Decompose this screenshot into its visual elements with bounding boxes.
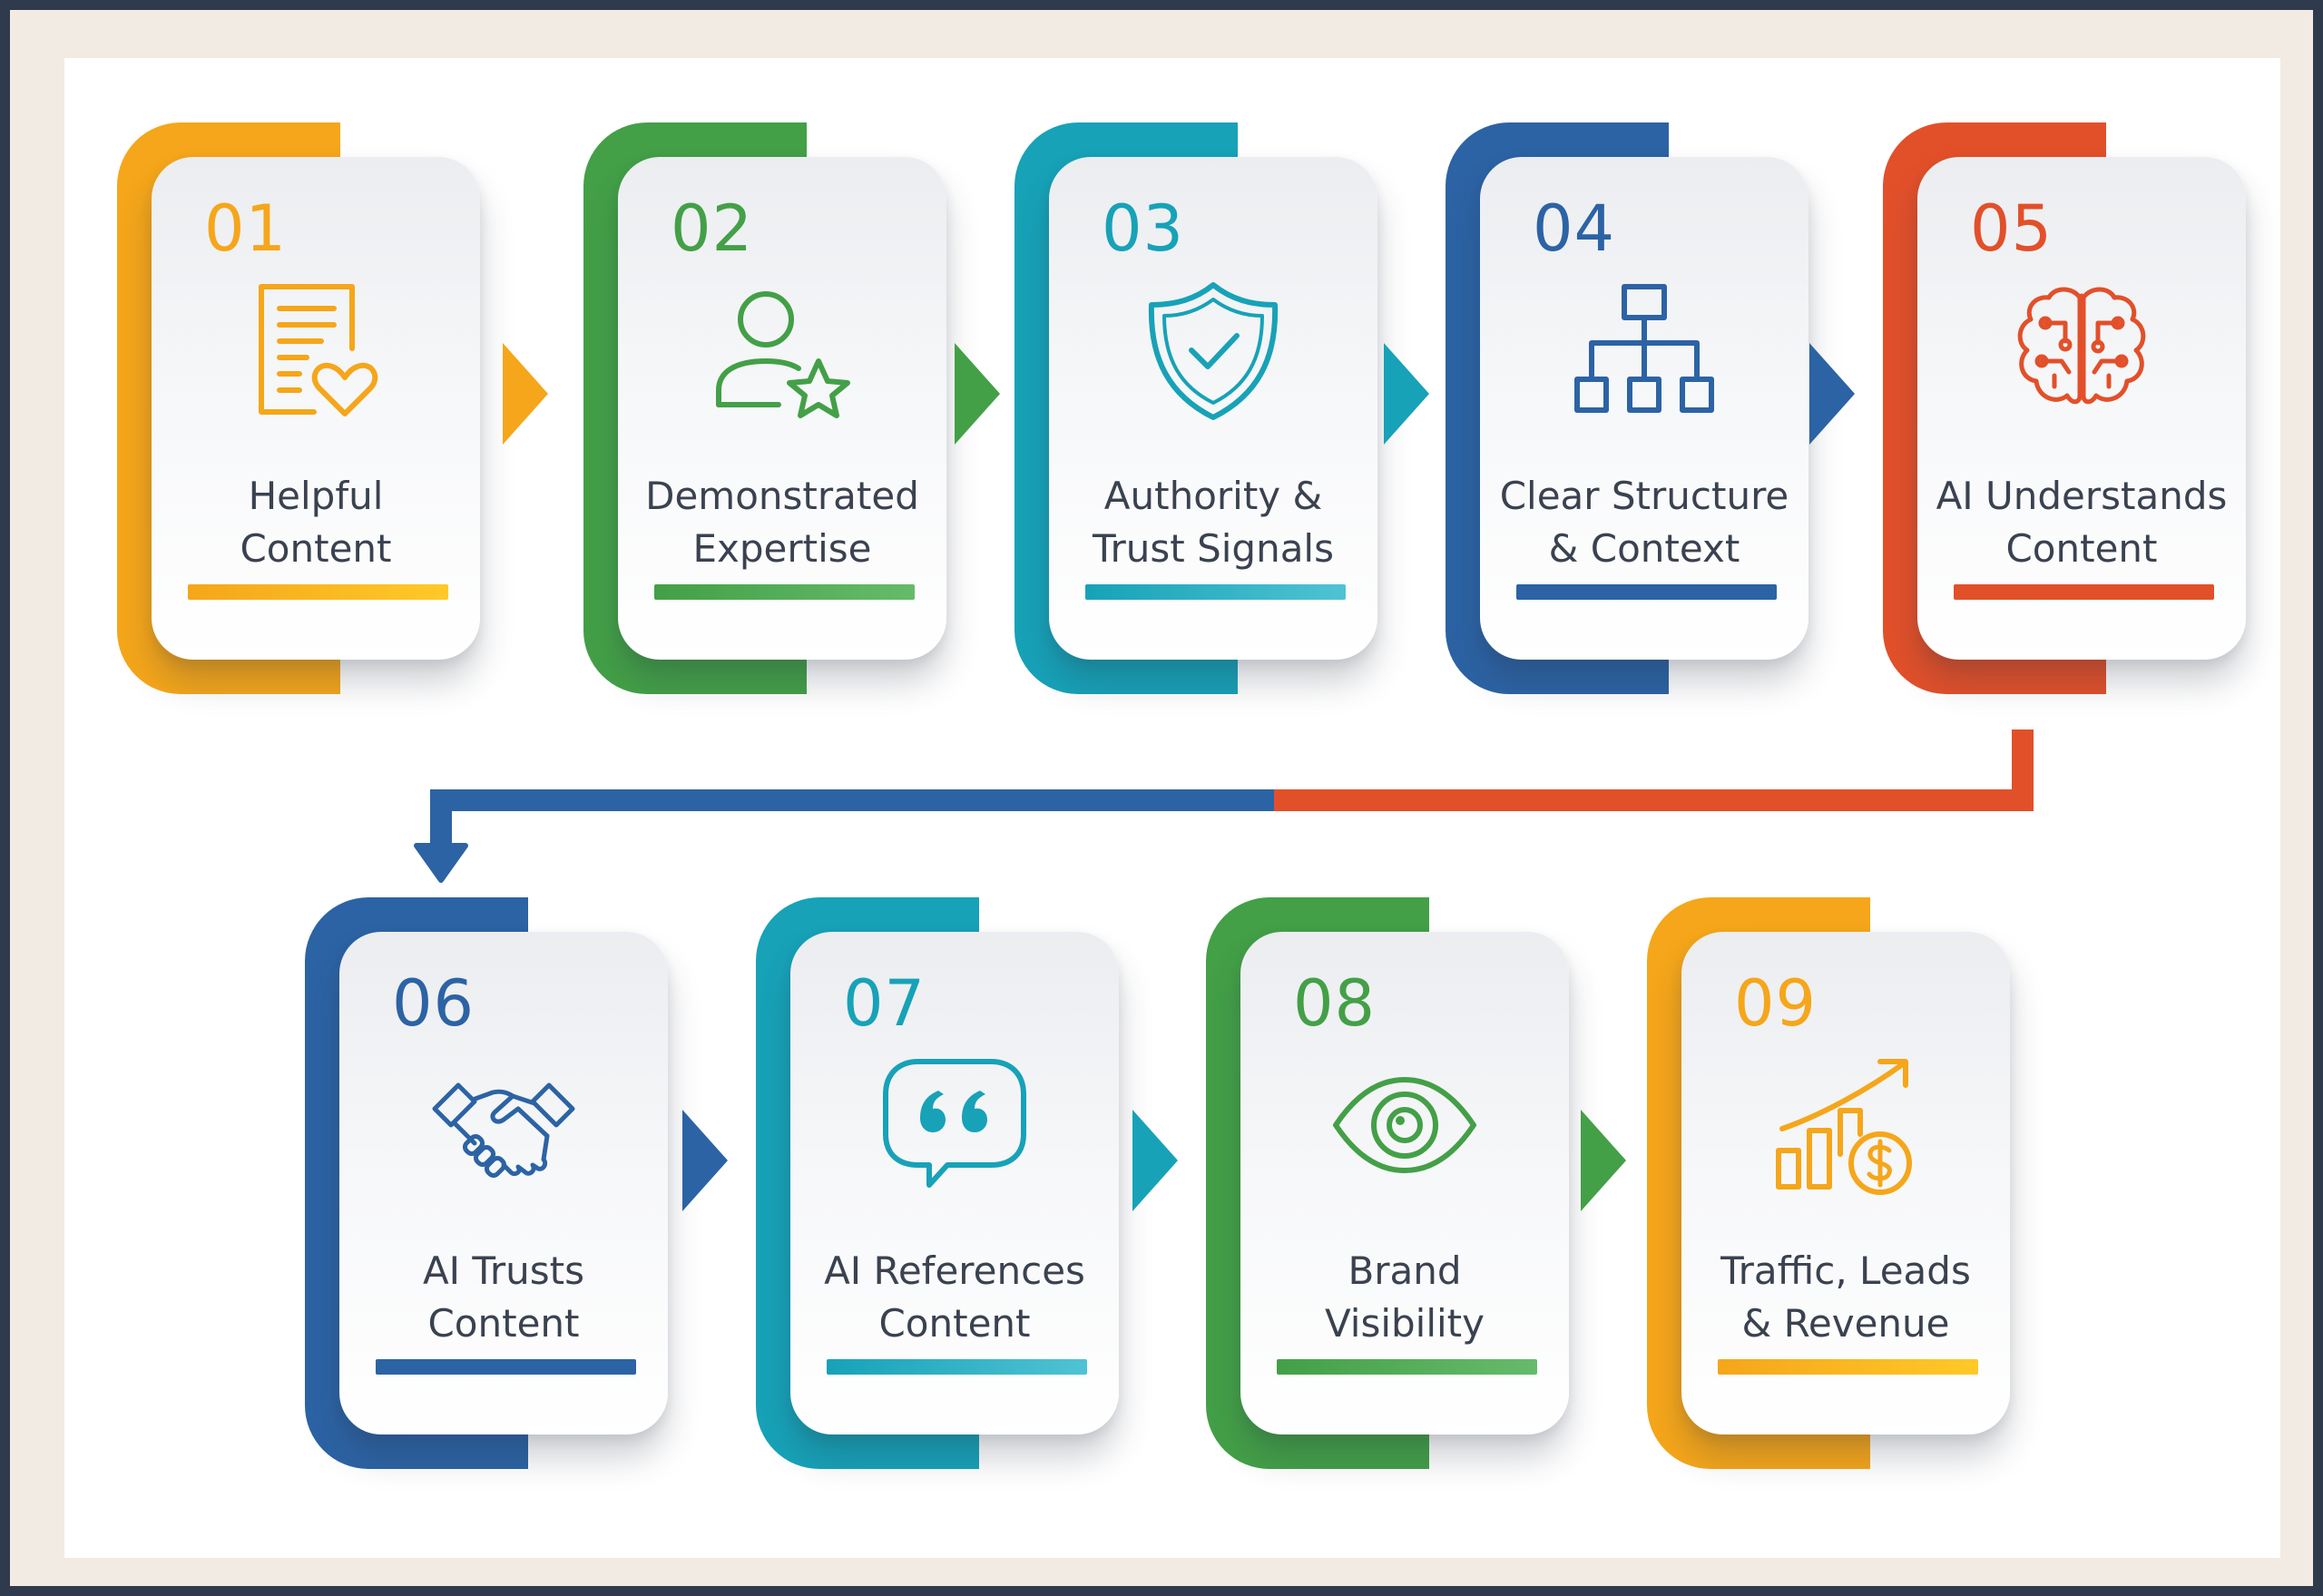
flow-arrow-icon [1127, 1106, 1181, 1215]
step-card-ai-trusts: 06 AI Trusts C [305, 897, 668, 1469]
step-label: Clear Structure & Context [1480, 470, 1808, 575]
step-number: 07 [843, 966, 926, 1041]
shield-check-icon [1141, 278, 1286, 423]
step-label: Authority & Trust Signals [1049, 470, 1377, 575]
step-label-line1: Traffic, Leads [1720, 1248, 1971, 1293]
step-label-line1: AI Understands [1936, 474, 2228, 518]
step-card-body: 04 Clear Structure & Context [1480, 157, 1808, 660]
step-label: Brand Visibility [1240, 1245, 1569, 1350]
step-label: Helpful Content [152, 470, 480, 575]
diagram-canvas: 01 Helpful Content 02 [64, 58, 2280, 1558]
step-card-body: 05 [1917, 157, 2246, 660]
step-underline-bar [654, 584, 915, 600]
step-card-body: 09 Traffic, Leads & Revenue [1681, 932, 2010, 1434]
step-label-line1: Authority & [1103, 474, 1323, 518]
step-underline-bar [1085, 584, 1346, 600]
step-underline-bar [1954, 584, 2214, 600]
flow-arrow-icon [1378, 339, 1433, 448]
step-number: 08 [1293, 966, 1377, 1041]
step-label: Demonstrated Expertise [618, 470, 946, 575]
step-card-body: 08 Brand Visibility [1240, 932, 1569, 1434]
step-label-line1: Demonstrated [645, 474, 919, 518]
hierarchy-icon [1572, 278, 1717, 423]
eye-icon [1332, 1053, 1477, 1198]
step-card-traffic-leads-revenue: 09 Traffic, Leads & Revenue [1647, 897, 2010, 1469]
step-label: AI Trusts Content [339, 1245, 668, 1350]
step-card-ai-understands: 05 [1883, 122, 2246, 694]
handshake-icon [431, 1053, 576, 1198]
step-card-body: 03 Authority & Trust Signals [1049, 157, 1377, 660]
step-card-body: 07 AI References Content [790, 932, 1119, 1434]
step-card-body: 06 AI Trusts C [339, 932, 668, 1434]
step-card-body: 01 Helpful Content [152, 157, 480, 660]
step-label-line2: Trust Signals [1093, 526, 1334, 571]
step-label-line1: Helpful [248, 474, 384, 518]
step-number: 02 [671, 191, 754, 266]
step-card-authority-trust: 03 Authority & Trust Signals [1014, 122, 1377, 694]
step-label-line2: & Revenue [1741, 1301, 1950, 1346]
step-card-clear-structure: 04 Clear Structure & Context [1446, 122, 1808, 694]
brain-icon [2009, 278, 2154, 423]
step-label-line2: Content [878, 1301, 1031, 1346]
step-card-helpful-content: 01 Helpful Content [117, 122, 480, 694]
step-label-line2: Expertise [692, 526, 872, 571]
flow-arrow-icon [1575, 1106, 1630, 1215]
flow-arrow-icon [949, 339, 1004, 448]
step-underline-bar [376, 1359, 636, 1375]
step-label: AI Understands Content [1917, 470, 2246, 575]
step-label-line2: Visibility [1324, 1301, 1485, 1346]
step-label: AI References Content [790, 1245, 1119, 1350]
step-underline-bar [827, 1359, 1087, 1375]
step-underline-bar [188, 584, 448, 600]
quote-bubble-icon [882, 1053, 1027, 1198]
step-label-line1: Clear Structure [1499, 474, 1789, 518]
step-label-line2: Content [2005, 526, 2158, 571]
step-underline-bar [1718, 1359, 1978, 1375]
step-card-ai-references: 07 AI References Content [756, 897, 1119, 1469]
step-number: 05 [1970, 191, 2053, 266]
flow-arrow-icon [677, 1106, 731, 1215]
step-label: Traffic, Leads & Revenue [1681, 1245, 2010, 1350]
step-label-line1: Brand [1348, 1248, 1462, 1293]
step-card-body: 02 Demonstrated Expertise [618, 157, 946, 660]
step-label-line2: Content [240, 526, 392, 571]
step-number: 01 [204, 191, 288, 266]
step-card-brand-visibility: 08 Brand Visibility [1206, 897, 1569, 1469]
document-heart-icon [243, 278, 388, 423]
flow-arrow-icon [1804, 339, 1858, 448]
step-label-line1: AI Trusts [422, 1248, 585, 1293]
step-number: 04 [1533, 191, 1616, 266]
step-label-line1: AI References [824, 1248, 1085, 1293]
flow-arrow-icon [497, 339, 552, 448]
growth-chart-dollar-icon [1773, 1053, 1918, 1198]
step-card-demonstrated-expertise: 02 Demonstrated Expertise [583, 122, 946, 694]
step-label-line2: Content [427, 1301, 580, 1346]
user-star-icon [710, 278, 855, 423]
step-underline-bar [1516, 584, 1777, 600]
step-number: 06 [392, 966, 475, 1041]
step-number: 09 [1734, 966, 1818, 1041]
outer-frame: 01 Helpful Content 02 [10, 10, 2313, 1586]
step-label-line2: & Context [1548, 526, 1740, 571]
step-underline-bar [1277, 1359, 1537, 1375]
step-number: 03 [1102, 191, 1185, 266]
